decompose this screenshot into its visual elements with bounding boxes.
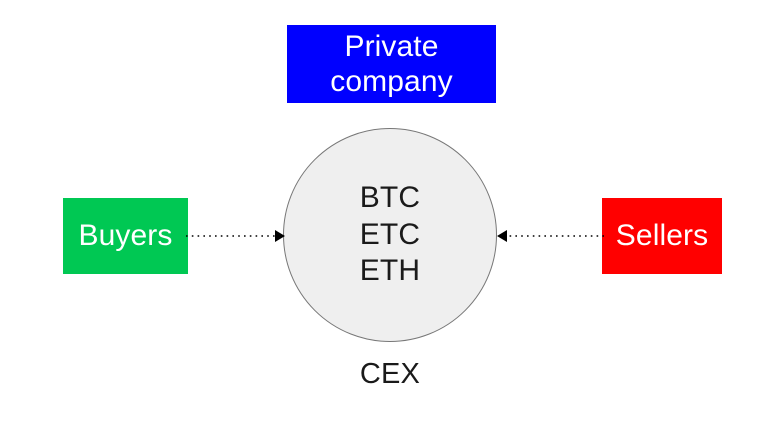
asset-symbol-eth: ETH [359, 254, 421, 288]
node-buyers-label: Buyers [78, 219, 173, 253]
node-sellers-label: Sellers [615, 219, 709, 253]
node-exchange-circle[interactable]: BTC ETC ETH [283, 128, 497, 342]
node-buyers[interactable]: Buyers [63, 198, 188, 274]
node-private-company-label: Private company [330, 29, 453, 98]
exchange-caption: CEX [359, 358, 421, 390]
arrow-right-icon [186, 230, 285, 242]
arrow-left-icon [497, 230, 604, 242]
asset-symbol-btc: BTC [359, 181, 421, 215]
asset-symbol-etc: ETC [359, 217, 421, 251]
edge-buyers-to-exchange [186, 218, 286, 254]
node-sellers[interactable]: Sellers [602, 198, 722, 274]
node-private-company[interactable]: Private company [287, 25, 496, 103]
edge-sellers-to-exchange [494, 218, 604, 254]
